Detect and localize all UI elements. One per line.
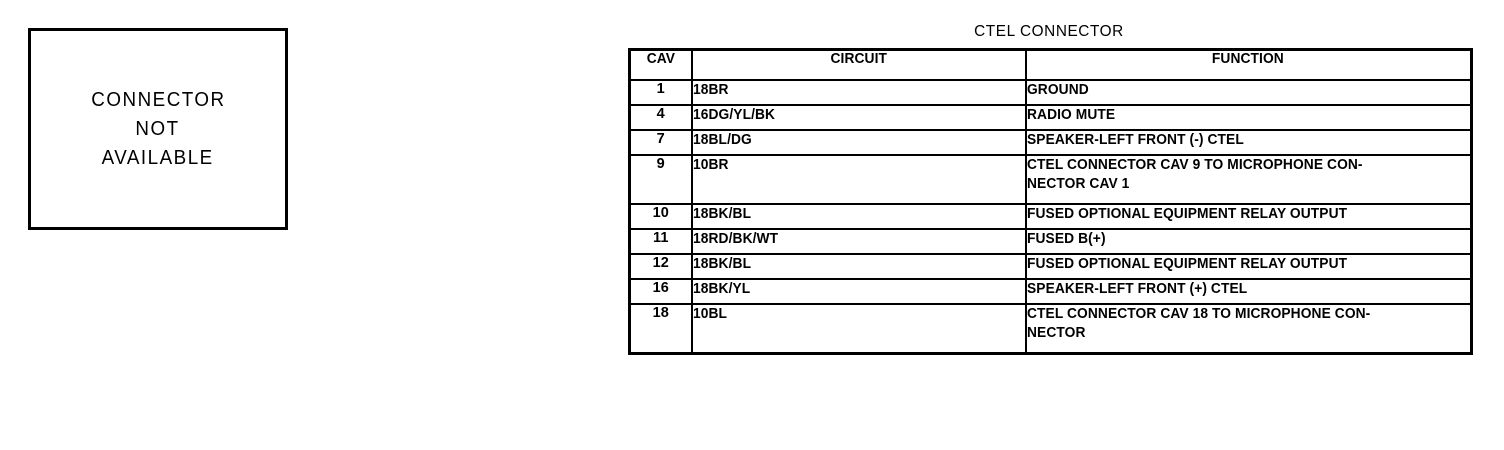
- cell-function-text: FUSED B(+): [1026, 231, 1106, 247]
- cell-circuit-text: 18BR: [692, 82, 729, 98]
- connector-box-line-2: NOT: [135, 117, 181, 140]
- cell-circuit-text: 18BK/BL: [692, 256, 751, 272]
- table-title: CTEL CONNECTOR: [974, 23, 1124, 40]
- cell-cav: 11: [628, 228, 693, 255]
- column-header-circuit-label: CIRCUIT: [830, 51, 887, 67]
- cell-function: FUSED OPTIONAL EQUIPMENT RELAY OUTPUT: [1024, 253, 1473, 280]
- cell-circuit-text: 18RD/BK/WT: [692, 231, 778, 247]
- column-header-function-label: FUNCTION: [1212, 51, 1285, 67]
- cell-function-text: RADIO MUTE: [1026, 107, 1115, 123]
- cell-circuit-text: 18BL/DG: [692, 132, 752, 148]
- cell-circuit-text: 18BK/YL: [692, 281, 750, 297]
- cell-function: SPEAKER-LEFT FRONT (+) CTEL: [1024, 278, 1473, 305]
- cell-circuit: 18BL/DG: [690, 129, 1027, 156]
- cell-function-text: GROUND: [1026, 82, 1089, 98]
- cell-cav: 7: [628, 129, 693, 156]
- cell-function: GROUND: [1024, 79, 1473, 106]
- cell-cav: 12: [628, 253, 693, 280]
- cell-function: RADIO MUTE: [1024, 104, 1473, 131]
- cell-cav: 9: [628, 154, 693, 205]
- cell-cav: 4: [628, 104, 693, 131]
- column-header-function: FUNCTION: [1024, 48, 1473, 81]
- column-header-cav-label: CAV: [646, 51, 675, 67]
- connector-box-line-1: CONNECTOR: [90, 88, 226, 111]
- cell-function: CTEL CONNECTOR CAV 9 TO MICROPHONE CON- …: [1024, 154, 1473, 205]
- cell-function-text: CTEL CONNECTOR CAV 9 TO MICROPHONE CON- …: [1026, 157, 1363, 192]
- cell-function-text: FUSED OPTIONAL EQUIPMENT RELAY OUTPUT: [1026, 256, 1347, 272]
- cell-circuit-text: 10BR: [692, 157, 729, 173]
- cell-circuit: 18BK/BL: [690, 253, 1027, 280]
- cell-circuit: 18RD/BK/WT: [690, 228, 1027, 255]
- cell-circuit: 18BR: [690, 79, 1027, 106]
- connector-box-line-3: AVAILABLE: [101, 146, 215, 169]
- cell-cav: 10: [628, 203, 693, 230]
- cell-circuit: 10BR: [690, 154, 1027, 205]
- cell-function-text: SPEAKER-LEFT FRONT (-) CTEL: [1026, 132, 1244, 148]
- cell-cav: 16: [628, 278, 693, 305]
- cell-circuit-text: 16DG/YL/BK: [692, 107, 775, 123]
- cell-cav: 18: [628, 303, 693, 355]
- cell-circuit: 18BK/YL: [690, 278, 1027, 305]
- cell-circuit-text: 10BL: [692, 306, 727, 322]
- cell-circuit: 16DG/YL/BK: [690, 104, 1027, 131]
- cell-function: SPEAKER-LEFT FRONT (-) CTEL: [1024, 129, 1473, 156]
- cell-circuit-text: 18BK/BL: [692, 206, 751, 222]
- cell-function-text: FUSED OPTIONAL EQUIPMENT RELAY OUTPUT: [1026, 206, 1347, 222]
- cell-cav: 1: [628, 79, 693, 106]
- table-header-row: CAV CIRCUIT FUNCTION: [628, 48, 1473, 81]
- cell-circuit: 18BK/BL: [690, 203, 1027, 230]
- cell-function-text: CTEL CONNECTOR CAV 18 TO MICROPHONE CON-…: [1026, 306, 1370, 341]
- cell-circuit: 10BL: [690, 303, 1027, 355]
- cell-function: FUSED B(+): [1024, 228, 1473, 255]
- cell-function: FUSED OPTIONAL EQUIPMENT RELAY OUTPUT: [1024, 203, 1473, 230]
- column-header-cav: CAV: [628, 48, 693, 81]
- cell-function-text: SPEAKER-LEFT FRONT (+) CTEL: [1026, 281, 1247, 297]
- cell-function: CTEL CONNECTOR CAV 18 TO MICROPHONE CON-…: [1024, 303, 1473, 355]
- connector-not-available-box: CONNECTOR NOT AVAILABLE: [28, 28, 288, 230]
- column-header-circuit: CIRCUIT: [690, 48, 1027, 81]
